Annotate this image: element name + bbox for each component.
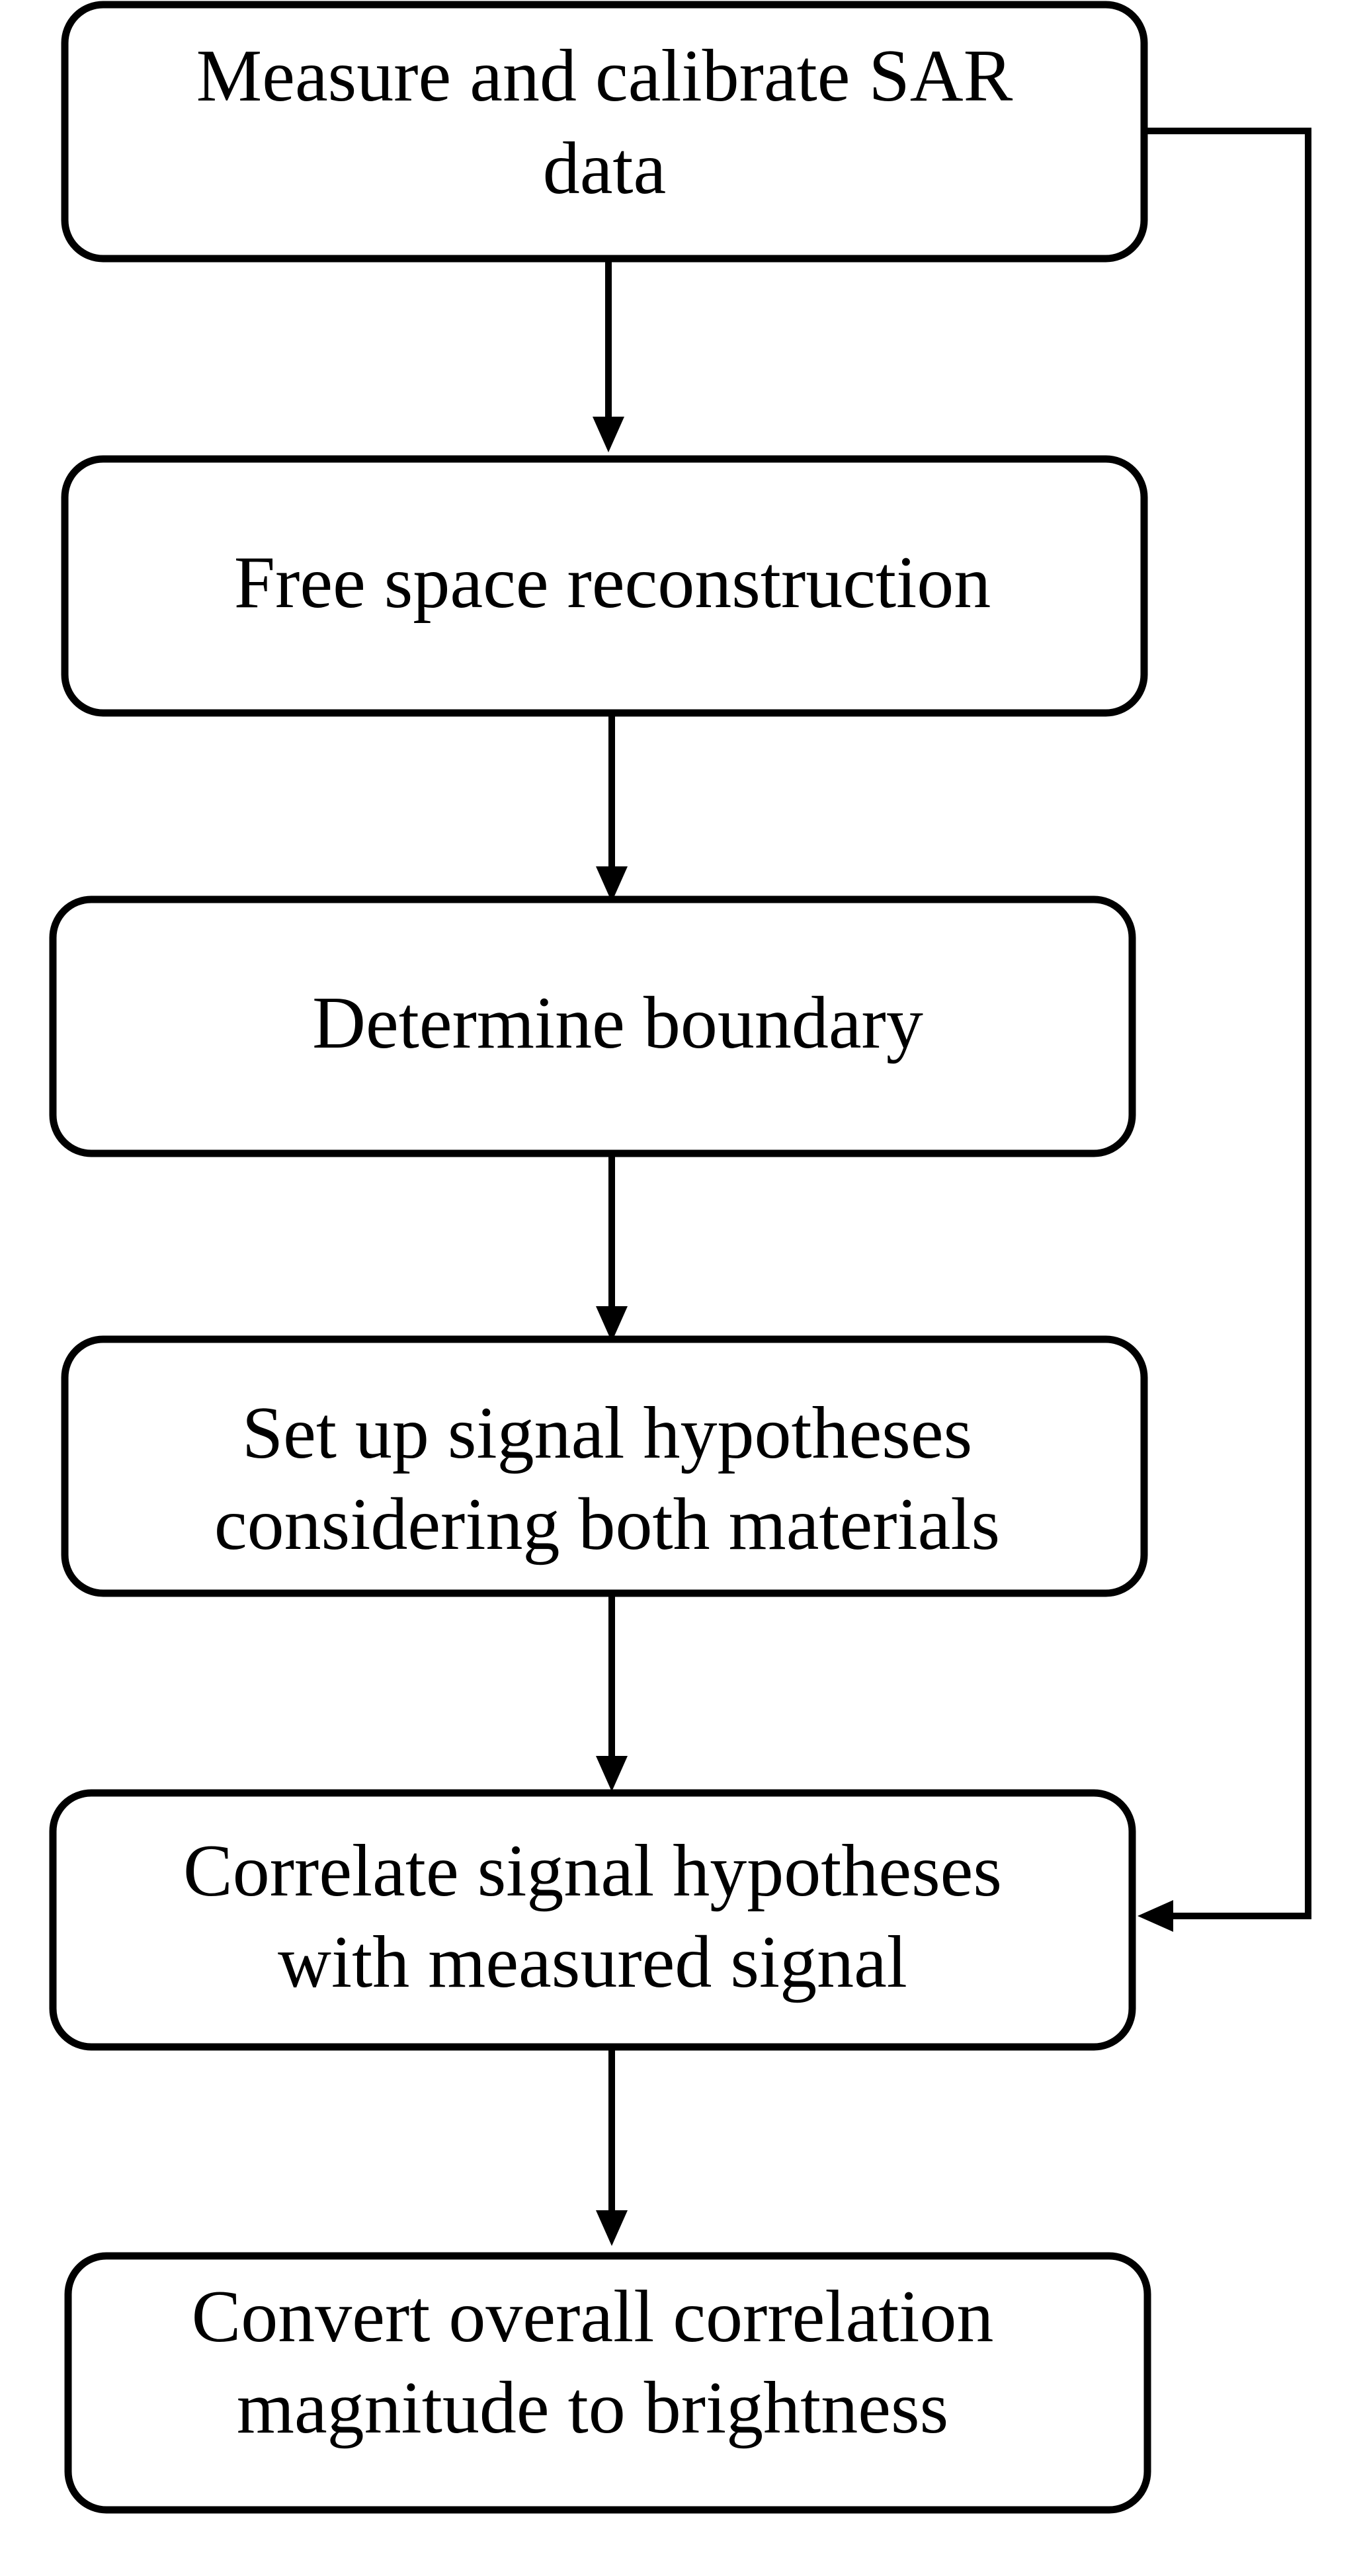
arrow-hypotheses-to-correlate: [596, 1593, 628, 1792]
arrow-boundary-to-hypotheses: [596, 1153, 628, 1342]
step-free-space-box: Free space reconstruction: [61, 455, 1148, 717]
step-free-space-line-1: Free space reconstruction: [234, 542, 991, 624]
step-hypotheses-box: Set up signal hypotheses considering bot…: [61, 1335, 1148, 1597]
step-measure-line-2: data: [543, 128, 667, 210]
arrow-correlate-to-convert: [596, 2047, 628, 2246]
step-boundary-line-1: Determine boundary: [312, 982, 923, 1064]
step-measure-line-1: Measure and calibrate SAR: [196, 35, 1013, 117]
step-hypotheses-line-1: Set up signal hypotheses: [242, 1392, 972, 1474]
arrow-measure-to-free-space: [593, 259, 624, 452]
step-boundary-box: Determine boundary: [49, 895, 1136, 1157]
step-convert-line-2: magnitude to brightness: [237, 2367, 948, 2449]
step-hypotheses-line-2: considering both materials: [214, 1483, 1000, 1565]
arrow-measure-to-correlate-bypass: [1138, 128, 1311, 1932]
arrow-free-space-to-boundary: [596, 713, 628, 902]
step-correlate-box: Correlate signal hypotheses with measure…: [49, 1789, 1136, 2051]
step-measure-box: Measure and calibrate SAR data: [61, 1, 1148, 263]
step-correlate-line-1: Correlate signal hypotheses: [183, 1830, 1002, 1912]
step-convert-box: Convert overall correlation magnitude to…: [64, 2252, 1151, 2514]
step-correlate-line-2: with measured signal: [278, 1921, 907, 2003]
step-convert-line-1: Convert overall correlation: [192, 2276, 994, 2358]
